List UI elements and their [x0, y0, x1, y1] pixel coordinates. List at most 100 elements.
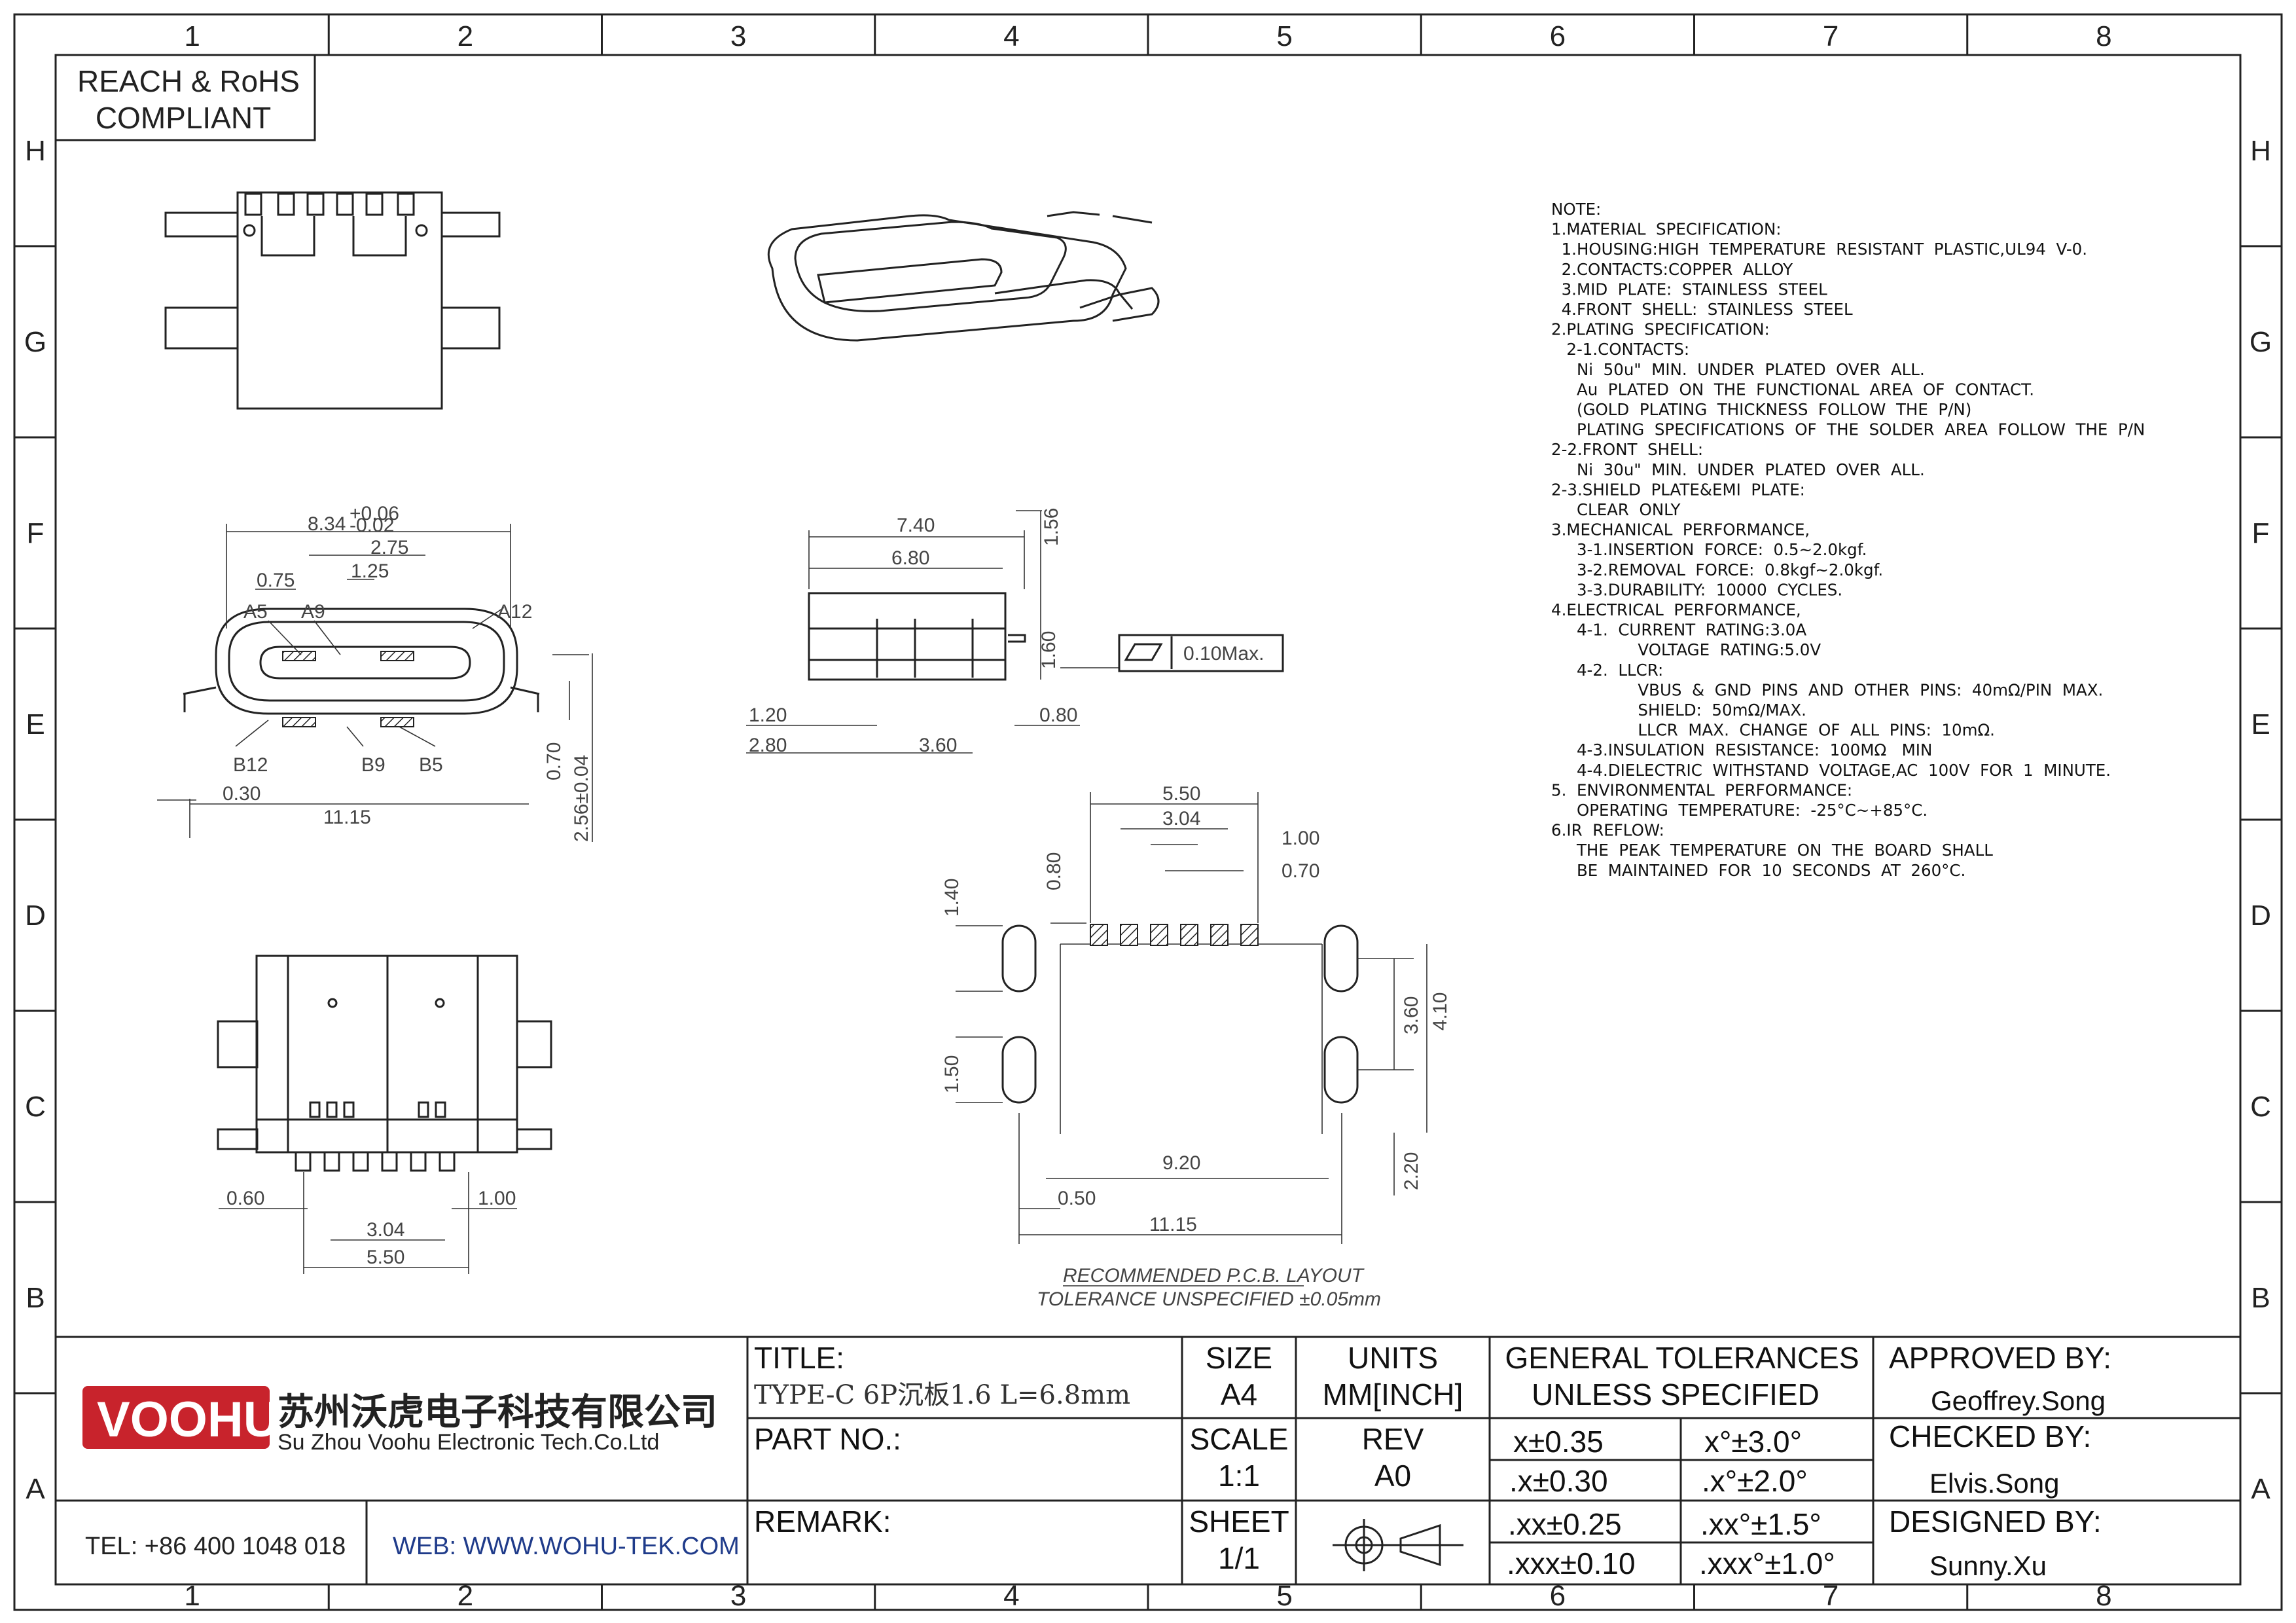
isometric-view — [767, 211, 1160, 342]
side-length-body: 6.80 — [891, 547, 929, 569]
column-index-4-bottom: 4 — [1003, 1580, 1019, 1612]
row-index-C-right: C — [2250, 1091, 2271, 1123]
note-line: 2.PLATING SPECIFICATION: — [1551, 320, 1770, 339]
row-index-D-left: D — [25, 900, 46, 932]
row-index-H-left: H — [25, 135, 46, 167]
pcb-span-inner: 3.04 — [1162, 808, 1200, 830]
sheet-label: SHEET — [1189, 1504, 1289, 1539]
pin-label-b9: B9 — [361, 754, 386, 776]
side-mid: 3.60 — [919, 735, 957, 756]
compliance-line2: COMPLIANT — [96, 101, 271, 135]
tol-0-angular: x°±3.0° — [1704, 1425, 1802, 1459]
website: WEB: WWW.WOHU-TEK.COM — [393, 1533, 740, 1560]
flatness-tolerance: 0.10Max. — [1183, 643, 1264, 665]
pcb-layout: 5.50 3.04 1.00 0.70 0.80 1.40 1.50 3.60 … — [941, 783, 1451, 1310]
bottom-outer-span: 5.50 — [367, 1247, 404, 1268]
title-label: TITLE: — [754, 1341, 844, 1375]
note-line: 4.FRONT SHELL: STAINLESS STEEL — [1551, 300, 1853, 319]
units-value: MM[INCH] — [1323, 1377, 1463, 1412]
note-line: VOLTAGE RATING:5.0V — [1551, 640, 1821, 659]
note-line: Ni 30u" MIN. UNDER PLATED OVER ALL. — [1551, 460, 1925, 479]
logo-text: VOOHU — [97, 1392, 279, 1448]
note-line: 1.MATERIAL SPECIFICATION: — [1551, 220, 1782, 239]
row-index-C-left: C — [25, 1091, 46, 1123]
note-line: 3-3.DURABILITY: 10000 CYCLES. — [1551, 580, 1842, 599]
telephone: TEL: +86 400 1048 018 — [85, 1533, 346, 1560]
notes-block: NOTE:1.MATERIAL SPECIFICATION: 1.HOUSING… — [1551, 200, 2145, 880]
row-index-G-left: G — [24, 326, 46, 358]
remark-label: REMARK: — [754, 1504, 891, 1539]
column-index-1-bottom: 1 — [184, 1580, 200, 1612]
note-line: 3.MID PLATE: STAINLESS STEEL — [1551, 280, 1827, 299]
column-index-7-top: 7 — [1823, 20, 1839, 52]
title-block: VOOHU 苏州沃虎电子科技有限公司 Su Zhou Voohu Electro… — [56, 1336, 2240, 1584]
top-view — [164, 191, 501, 410]
rev-value: A0 — [1374, 1459, 1411, 1493]
note-line: Au PLATED ON THE FUNCTIONAL AREA OF CONT… — [1551, 380, 2034, 399]
designed-label: DESIGNED BY: — [1889, 1504, 2102, 1539]
front-pitch-inner: 1.25 — [351, 560, 389, 582]
tol-3-linear: .xxx±0.10 — [1507, 1546, 1636, 1580]
pcb-slot-upper: 1.40 — [941, 879, 963, 917]
pcb-caption2: TOLERANCE UNSPECIFIED ±0.05mm — [1037, 1288, 1381, 1310]
front-height-small: 0.70 — [543, 742, 565, 780]
front-pitch-outer: 2.75 — [370, 537, 408, 558]
front-pin-width: 0.75 — [257, 570, 295, 591]
row-index-H-right: H — [2250, 135, 2271, 167]
side-left-b: 2.80 — [749, 735, 787, 756]
side-left-a: 1.20 — [749, 704, 787, 726]
pin-label-b5: B5 — [419, 754, 443, 776]
pin-label-a5: A5 — [243, 601, 268, 623]
pcb-slot-gap: 3.60 — [1401, 996, 1422, 1034]
tol-1-angular: .x°±2.0° — [1702, 1464, 1808, 1498]
column-index-3-bottom: 3 — [730, 1580, 746, 1612]
side-height: 1.60 — [1038, 631, 1060, 669]
note-line: 2-3.SHIELD PLATE&EMI PLATE: — [1551, 480, 1805, 499]
side-right: 0.80 — [1039, 704, 1077, 726]
units-label: UNITS — [1348, 1341, 1438, 1375]
front-bottom-offset: 0.30 — [223, 783, 260, 805]
note-line: OPERATING TEMPERATURE: -25°C~+85°C. — [1551, 801, 1928, 820]
column-index-2-bottom: 2 — [457, 1580, 473, 1612]
scale-value: 1:1 — [1218, 1459, 1260, 1493]
row-index-G-right: G — [2250, 326, 2272, 358]
checked-by: Elvis.Song — [1929, 1468, 2059, 1499]
pin-label-a12: A12 — [497, 601, 532, 623]
note-line: 6.IR REFLOW: — [1551, 821, 1664, 840]
company-logo — [82, 1386, 270, 1449]
column-index-6-top: 6 — [1550, 20, 1566, 52]
pcb-height-total: 4.10 — [1429, 993, 1451, 1030]
front-width: 8.34 — [308, 513, 346, 535]
projection-symbol — [1333, 1519, 1463, 1571]
approved-by: Geoffrey.Song — [1931, 1385, 2106, 1416]
pin-label-a9: A9 — [301, 601, 325, 623]
note-line: 2-1.CONTACTS: — [1551, 340, 1689, 359]
row-index-B-left: B — [26, 1282, 45, 1314]
pcb-pad-length: 0.80 — [1043, 852, 1065, 890]
pcb-bottom: 2.20 — [1401, 1152, 1422, 1190]
pcb-caption1: RECOMMENDED P.C.B. LAYOUT — [1063, 1265, 1365, 1286]
tol-2-linear: .xx±0.25 — [1508, 1507, 1622, 1541]
pcb-overall: 11.15 — [1149, 1214, 1197, 1235]
approved-label: APPROVED BY: — [1889, 1341, 2111, 1375]
note-line: BE MAINTAINED FOR 10 SECONDS AT 260°C. — [1551, 861, 1965, 880]
part-no-label: PART NO.: — [754, 1422, 901, 1456]
company-name-en: Su Zhou Voohu Electronic Tech.Co.Ltd — [278, 1430, 659, 1455]
pcb-slot-lower: 1.50 — [941, 1055, 963, 1093]
note-line: 4-4.DIELECTRIC WITHSTAND VOLTAGE,AC 100V… — [1551, 761, 2111, 780]
size-value: A4 — [1221, 1377, 1257, 1412]
row-index-F-right: F — [2252, 517, 2270, 549]
row-index-E-right: E — [2251, 708, 2270, 740]
column-index-3-top: 3 — [730, 20, 746, 52]
rev-label: REV — [1362, 1422, 1424, 1456]
note-line: PLATING SPECIFICATIONS OF THE SOLDER ARE… — [1551, 420, 2145, 439]
column-index-4-top: 4 — [1003, 20, 1019, 52]
size-label: SIZE — [1206, 1341, 1272, 1375]
column-index-6-bottom: 6 — [1550, 1580, 1566, 1612]
note-line: SHIELD: 50mΩ/MAX. — [1551, 701, 1806, 720]
note-line: 4-1. CURRENT RATING:3.0A — [1551, 621, 1806, 640]
front-view: 8.34 +0.06 -0.02 2.75 1.25 0.75 A5 A9 A1… — [157, 503, 593, 842]
column-index-8-bottom: 8 — [2096, 1580, 2111, 1612]
